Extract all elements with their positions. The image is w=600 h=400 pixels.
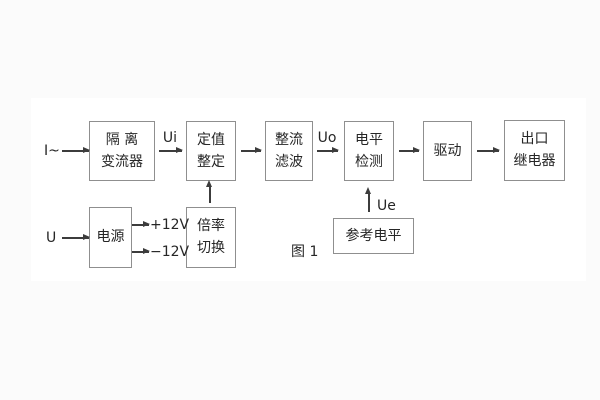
arrow-rectifier-to-level	[317, 147, 339, 153]
block-ratio-switch: 倍率 切换	[186, 207, 236, 268]
block-isolation-transformer: 隔 离 变流器	[89, 121, 155, 181]
figure-caption: 图 1	[291, 244, 319, 260]
block-drive-line1: 驱动	[433, 142, 462, 159]
block-level-detect-line2: 检测	[355, 153, 383, 170]
arrow-level-to-drive	[399, 147, 420, 153]
label-minus-12v: −12V	[150, 244, 190, 260]
block-output-relay: 出口 继电器	[504, 120, 565, 181]
arrow-isolation-to-setting	[159, 147, 183, 153]
label-current-input: I~	[44, 143, 60, 159]
label-plus-12v: +12V	[150, 217, 190, 233]
block-rectifier-line2: 滤波	[275, 153, 303, 170]
arrow-setting-to-rectifier	[241, 147, 262, 153]
block-power-line1: 电源	[96, 229, 125, 245]
block-output-relay-line2: 继电器	[513, 153, 556, 169]
block-power-supply: 电源	[89, 207, 132, 268]
arrow-current-to-isolation	[62, 147, 90, 153]
label-signal-ui: Ui	[162, 130, 178, 146]
block-isolation-line2: 变流器	[101, 153, 143, 170]
block-reference-level-line1: 参考电平	[345, 227, 402, 244]
block-reference-level: 参考电平	[333, 218, 414, 254]
block-output-relay-line1: 出口	[520, 131, 549, 147]
arrow-power-plus12	[132, 221, 150, 227]
label-signal-ue: Ue	[377, 198, 396, 214]
arrow-reference-to-level	[365, 187, 371, 212]
arrow-voltage-to-power	[62, 234, 90, 240]
block-setting-line2: 整定	[197, 153, 225, 170]
block-rectifier-filter: 整流 滤波	[265, 121, 313, 181]
label-voltage-input: U	[46, 230, 57, 246]
block-isolation-line1: 隔 离	[105, 131, 139, 148]
arrow-ratio-to-setting	[206, 180, 212, 203]
block-ratio-switch-line1: 倍率	[197, 218, 225, 234]
block-rectifier-line1: 整流	[275, 131, 303, 148]
block-drive: 驱动	[423, 121, 472, 181]
label-signal-uo: Uo	[317, 130, 337, 146]
block-setting-line1: 定值	[197, 131, 225, 148]
arrow-power-minus12	[132, 248, 150, 254]
block-ratio-switch-line2: 切换	[197, 240, 225, 256]
block-level-detect: 电平 检测	[344, 121, 394, 181]
arrow-drive-to-relay	[477, 147, 500, 153]
block-setting: 定值 整定	[186, 121, 236, 181]
block-level-detect-line1: 电平	[355, 131, 383, 148]
